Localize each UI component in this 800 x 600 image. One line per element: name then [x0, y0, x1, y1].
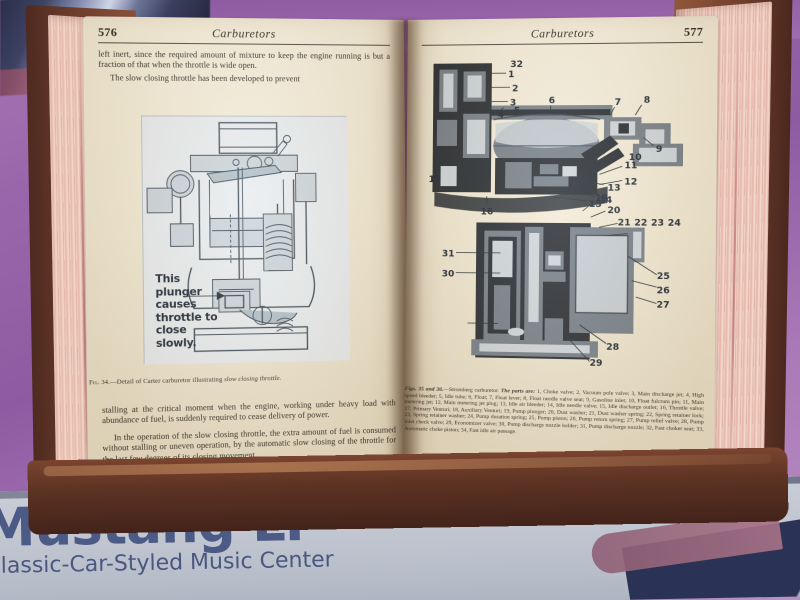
svg-text:2: 2	[512, 84, 518, 94]
right-page-running-head: Carburetors 577	[422, 26, 703, 41]
box-art-subtitle: Classic-Car-Styled Music Center	[0, 547, 334, 579]
left-page-running-head: 576 Carburetors	[98, 27, 390, 42]
svg-text:25: 25	[657, 272, 670, 282]
svg-text:29: 29	[589, 359, 602, 369]
left-page-folio: 576	[98, 27, 117, 40]
svg-text:23: 23	[651, 218, 664, 228]
left-page-title: Carburetors	[117, 27, 368, 42]
right-page-rule	[422, 42, 703, 46]
right-page-title: Carburetors	[444, 27, 684, 42]
svg-text:12: 12	[624, 177, 637, 187]
svg-text:4: 4	[498, 111, 504, 121]
svg-text:9: 9	[656, 145, 663, 155]
left-page-rule	[98, 42, 390, 46]
svg-text:7: 7	[615, 98, 622, 108]
svg-text:30: 30	[442, 269, 455, 279]
svg-text:28: 28	[606, 343, 619, 353]
left-page-body-top: left inert, since the required amount of…	[98, 49, 390, 85]
svg-text:17: 17	[428, 175, 441, 185]
figure-caption-text: —Detail of Carter carburetor illustratin…	[110, 376, 224, 386]
svg-text:31: 31	[442, 249, 455, 259]
svg-text:19: 19	[595, 194, 608, 204]
svg-text:20: 20	[607, 206, 620, 216]
figure-caption-italic: slow closing throttle.	[224, 375, 281, 383]
svg-text:13: 13	[608, 184, 621, 194]
figure-34-caption: Fig. 34.—Detail of Carter carburetor ill…	[89, 372, 393, 386]
book-page-left: 576 Carburetors left inert, since the re…	[83, 16, 408, 482]
svg-text:5: 5	[514, 106, 520, 116]
svg-text:16: 16	[481, 207, 494, 217]
svg-text:8: 8	[644, 96, 651, 106]
figure-caption-label: Fig. 34.	[89, 379, 110, 387]
paragraph: The slow closing throttle has been devel…	[98, 73, 390, 85]
svg-text:21: 21	[618, 218, 631, 228]
figure-35-36-legend: Figs. 35 and 36.—Stromberg carburetor. T…	[404, 386, 704, 440]
book-cover-bottom-edge	[27, 447, 788, 534]
svg-text:24: 24	[668, 219, 681, 229]
svg-text:26: 26	[657, 286, 670, 296]
book-page-right: Carburetors 577	[404, 16, 718, 482]
book-gutter-shadow	[388, 20, 422, 472]
open-book: 576 Carburetors left inert, since the re…	[18, 2, 786, 522]
svg-text:1: 1	[508, 70, 514, 80]
figure-handwritten-annotation: This plunger causes throttle to close sl…	[155, 272, 220, 350]
paragraph: left inert, since the required amount of…	[98, 49, 390, 72]
figure-35-36-stromberg-carburetor: 32 1 2 3 4 5 6 7 8 9 10 11 12 13	[427, 51, 695, 380]
svg-text:22: 22	[634, 218, 647, 228]
svg-text:11: 11	[624, 161, 637, 171]
legend-items: 1, Choke valve; 2, Vacuum pole valve; 3,…	[404, 389, 704, 435]
svg-text:27: 27	[656, 300, 669, 310]
svg-text:32: 32	[510, 60, 523, 70]
paragraph: stalling at the critical moment when the…	[102, 398, 396, 427]
svg-text:6: 6	[549, 96, 556, 106]
right-page-folio: 577	[684, 26, 703, 39]
